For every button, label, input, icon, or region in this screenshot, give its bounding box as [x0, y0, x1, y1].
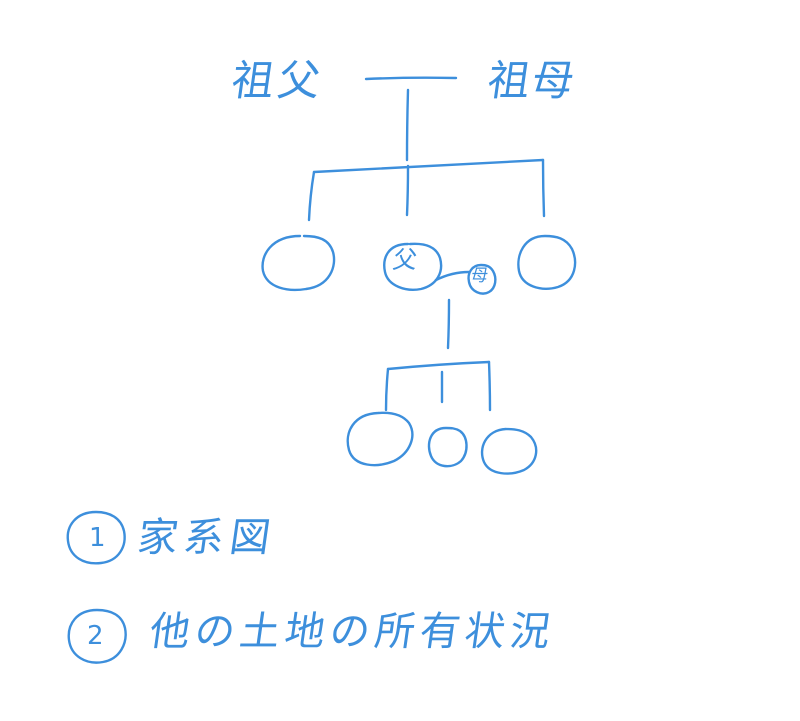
grandchildren-sibling-bar: [386, 360, 491, 371]
item2-number: 2: [87, 621, 104, 651]
child-middle-drop: [405, 164, 410, 217]
grandparents-descent-line: [405, 88, 410, 162]
grandchild-right-circle: [480, 427, 538, 475]
item1-number-circle: [66, 510, 126, 565]
grandchild-left-circle: [346, 411, 414, 467]
grandfather-label: 祖父: [228, 56, 328, 105]
child-left-circle: [261, 234, 336, 292]
father-label: 父: [391, 246, 419, 274]
grandparents-marriage-line: [364, 76, 458, 81]
parents-marriage-line: [434, 270, 471, 282]
grandchild-right-drop: [487, 360, 492, 412]
item2-number-circle: [67, 608, 127, 664]
child-left-drop: [307, 170, 316, 222]
item2-text: 他の土地の所有状況: [146, 609, 559, 655]
parents-descent-line: [446, 298, 451, 350]
grandmother-label: 祖母: [484, 56, 580, 105]
mother-label: 母: [469, 266, 490, 286]
grandchild-left-drop: [384, 367, 390, 412]
father-circle: [383, 242, 443, 291]
item1-number: 1: [89, 523, 106, 553]
mother-circle: [467, 263, 497, 295]
child-right-drop: [541, 158, 546, 218]
item1-text: 家系図: [134, 515, 280, 561]
child-right-circle: [517, 234, 577, 290]
children-sibling-bar: [312, 158, 545, 174]
grandchild-middle-circle: [427, 426, 468, 468]
